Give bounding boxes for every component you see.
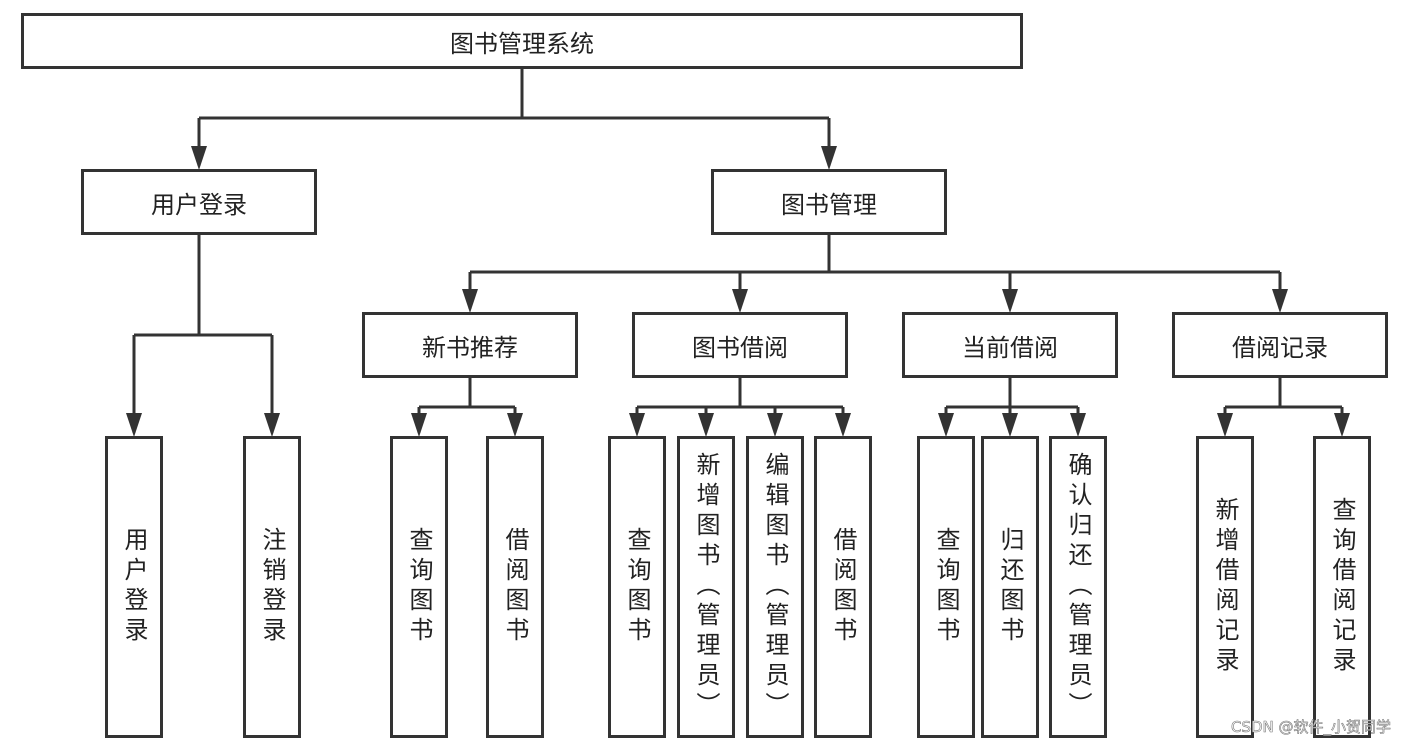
leaf-node: 查询图书 bbox=[390, 436, 448, 738]
leaf-node-label: 查询借阅记录 bbox=[1328, 497, 1356, 677]
arrowhead-icon bbox=[1334, 413, 1350, 437]
level2-node: 借阅记录 bbox=[1172, 312, 1388, 378]
leaf-node: 新增借阅记录 bbox=[1196, 436, 1254, 738]
arrowhead-icon bbox=[1002, 413, 1018, 437]
level2-node-label: 当前借阅 bbox=[962, 333, 1058, 362]
leaf-node-label: 查询图书 bbox=[623, 527, 651, 647]
arrowhead-icon bbox=[821, 146, 837, 170]
arrowhead-icon bbox=[1002, 289, 1018, 313]
leaf-node: 注销登录 bbox=[243, 436, 301, 738]
arrowhead-icon bbox=[767, 413, 783, 437]
leaf-node-label: 确认归还（管理员） bbox=[1064, 452, 1092, 722]
leaf-node: 借阅图书 bbox=[814, 436, 872, 738]
leaf-node-label: 注销登录 bbox=[258, 527, 286, 647]
arrowhead-icon bbox=[1272, 289, 1288, 313]
root-node: 图书管理系统 bbox=[21, 13, 1023, 69]
leaf-node: 借阅图书 bbox=[486, 436, 544, 738]
arrowhead-icon bbox=[1217, 413, 1233, 437]
level2-node-label: 借阅记录 bbox=[1232, 333, 1328, 362]
leaf-node-label: 归还图书 bbox=[996, 527, 1024, 647]
leaf-node-label: 借阅图书 bbox=[501, 527, 529, 647]
leaf-node: 新增图书（管理员） bbox=[677, 436, 735, 738]
leaf-node: 确认归还（管理员） bbox=[1049, 436, 1107, 738]
leaf-node-label: 借阅图书 bbox=[829, 527, 857, 647]
level2-node: 图书借阅 bbox=[632, 312, 848, 378]
arrowhead-icon bbox=[938, 413, 954, 437]
arrowhead-icon bbox=[191, 146, 207, 170]
arrowhead-icon bbox=[462, 289, 478, 313]
arrowhead-icon bbox=[629, 413, 645, 437]
arrowhead-icon bbox=[411, 413, 427, 437]
arrowhead-icon bbox=[698, 413, 714, 437]
arrowhead-icon bbox=[1070, 413, 1086, 437]
root-label: 图书管理系统 bbox=[450, 29, 594, 58]
leaf-node: 查询图书 bbox=[608, 436, 666, 738]
leaf-node-label: 查询图书 bbox=[932, 527, 960, 647]
leaf-node: 归还图书 bbox=[981, 436, 1039, 738]
leaf-node: 用户登录 bbox=[105, 436, 163, 738]
leaf-node-label: 新增借阅记录 bbox=[1211, 497, 1239, 677]
level1-node-book-management: 图书管理 bbox=[711, 169, 947, 235]
arrowhead-icon bbox=[126, 413, 142, 437]
leaf-node-label: 查询图书 bbox=[405, 527, 433, 647]
level1-node-user-login-label: 用户登录 bbox=[151, 190, 247, 219]
arrowhead-icon bbox=[732, 289, 748, 313]
level2-node: 当前借阅 bbox=[902, 312, 1118, 378]
level1-node-user-login: 用户登录 bbox=[81, 169, 317, 235]
leaf-node-label: 用户登录 bbox=[120, 527, 148, 647]
level2-node-label: 新书推荐 bbox=[422, 333, 518, 362]
level2-node-label: 图书借阅 bbox=[692, 333, 788, 362]
leaf-node-label: 编辑图书（管理员） bbox=[761, 452, 789, 722]
arrowhead-icon bbox=[264, 413, 280, 437]
arrowhead-icon bbox=[835, 413, 851, 437]
leaf-node: 查询图书 bbox=[917, 436, 975, 738]
leaf-node: 编辑图书（管理员） bbox=[746, 436, 804, 738]
arrowhead-icon bbox=[507, 413, 523, 437]
leaf-node-label: 新增图书（管理员） bbox=[692, 452, 720, 722]
leaf-node: 查询借阅记录 bbox=[1313, 436, 1371, 738]
level1-node-book-management-label: 图书管理 bbox=[781, 190, 877, 219]
level2-node: 新书推荐 bbox=[362, 312, 578, 378]
watermark: CSDN @软件_小贺同学 bbox=[1230, 718, 1392, 737]
